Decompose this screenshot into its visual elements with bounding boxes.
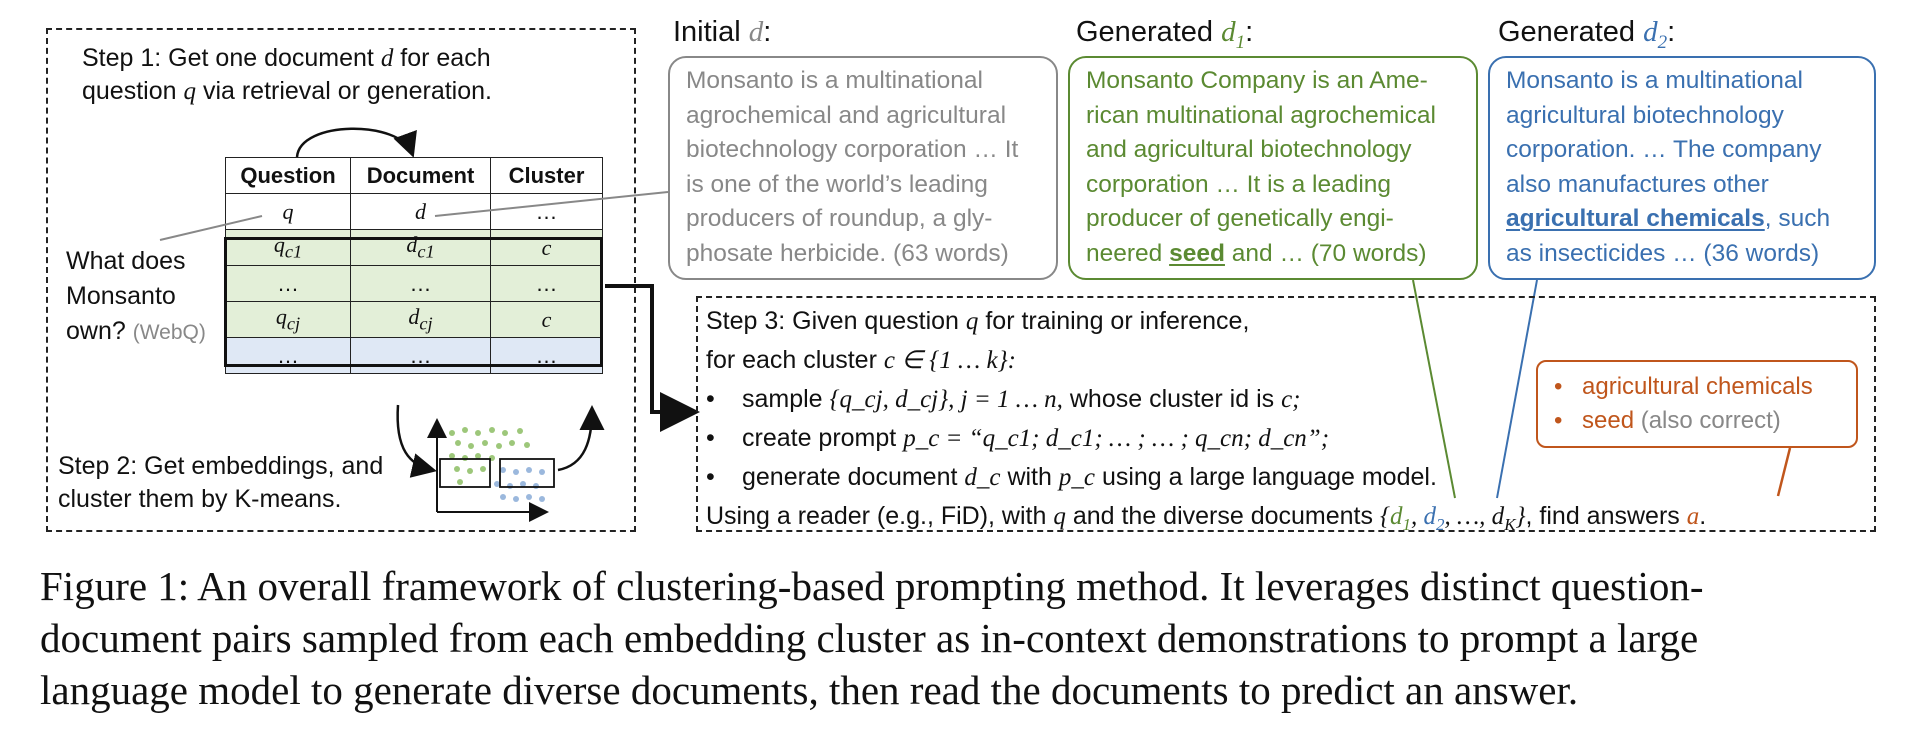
green-cluster-dots bbox=[449, 427, 530, 485]
cell-last-2: … bbox=[350, 337, 491, 374]
step3-text: Step 3: Given question q for training or… bbox=[706, 302, 1706, 544]
generated-doc-1-box: Monsanto Company is an Ame- rican multin… bbox=[1068, 56, 1478, 280]
step2-line-1: Step 2: Get embeddings, and bbox=[58, 452, 384, 480]
step1-2-panel bbox=[46, 28, 636, 532]
step3-bullet-2: •create prompt p_c = “q_c1; d_c1; … ; … … bbox=[706, 424, 1330, 452]
connector-answer bbox=[1776, 447, 1792, 497]
question-line-3: own? (WebQ) bbox=[66, 317, 206, 345]
example-question: What does Monsanto own? (WebQ) bbox=[66, 244, 206, 350]
cell-cj-cluster: c bbox=[490, 301, 603, 338]
header-cluster: Cluster bbox=[490, 157, 603, 194]
answers-box: •agricultural chemicals •seed (also corr… bbox=[1536, 360, 1858, 448]
cell-dots-2: … bbox=[350, 265, 491, 302]
blue-cluster-dots bbox=[494, 467, 545, 502]
question-source: (WebQ) bbox=[132, 321, 206, 344]
cluster-highlight-border bbox=[224, 237, 603, 367]
blue-cluster-box bbox=[499, 458, 555, 488]
initial-doc-title: Initial d: bbox=[673, 16, 772, 48]
pointer-question-to-q bbox=[159, 215, 263, 241]
cell-dots-3: … bbox=[490, 265, 603, 302]
cell-c1-cluster: c bbox=[490, 229, 603, 266]
question-line-1: What does bbox=[66, 247, 186, 275]
caption-line-3: language model to generate diverse docum… bbox=[40, 667, 1579, 713]
arrow-to-cluster-plot bbox=[396, 404, 437, 478]
step3-bullet-3: •generate document d_c with p_c using a … bbox=[706, 463, 1437, 491]
caption-line-1: Figure 1: An overall framework of cluste… bbox=[40, 563, 1704, 609]
gen1-doc-title: Generated d1: bbox=[1076, 16, 1254, 53]
step2-text: Step 2: Get embeddings, and cluster them… bbox=[58, 450, 383, 516]
arc-arrow-question-document bbox=[295, 127, 417, 158]
gen2-doc-title: Generated d2: bbox=[1498, 16, 1676, 53]
step1-line2a: question bbox=[82, 77, 177, 105]
cell-q-cj: qcj bbox=[225, 301, 351, 338]
symbol-d: d bbox=[380, 45, 394, 72]
seed-highlight: seed bbox=[1169, 239, 1225, 267]
cell-d-c1: dc1 bbox=[350, 229, 491, 266]
step1-line1: Step 1: Get one document bbox=[82, 44, 374, 72]
figure-caption: Figure 1: An overall framework of cluste… bbox=[40, 560, 1890, 716]
question-line-2: Monsanto bbox=[66, 282, 176, 310]
arrow-from-cluster-plot bbox=[557, 405, 605, 472]
step1-text: Step 1: Get one document d for each ques… bbox=[82, 42, 492, 108]
initial-doc-box: Monsanto is a multinational agrochemical… bbox=[668, 56, 1058, 280]
step3-last-line: Using a reader (e.g., FiD), with q and t… bbox=[706, 502, 1707, 534]
cell-cluster: … bbox=[490, 193, 603, 230]
step3-panel bbox=[696, 296, 1876, 532]
connector-d2 bbox=[1496, 279, 1538, 499]
step1-line1b: for each bbox=[400, 44, 491, 72]
step3-line1: Step 3: Given question q for training or… bbox=[706, 307, 1250, 335]
caption-line-2: document pairs sampled from each embeddi… bbox=[40, 615, 1699, 661]
pointer-d-to-initial bbox=[434, 191, 669, 217]
arrow-table-to-step3 bbox=[605, 284, 700, 432]
step2-line-2: cluster them by K-means. bbox=[58, 485, 342, 513]
answer-1: •agricultural chemicals bbox=[1554, 373, 1813, 400]
generated-doc-2-box: Monsanto is a multinational agricultural… bbox=[1488, 56, 1876, 280]
answer-2: •seed (also correct) bbox=[1554, 407, 1781, 434]
cell-q-c1: qc1 bbox=[225, 229, 351, 266]
step1-line2b: via retrieval or generation. bbox=[202, 77, 492, 105]
agricultural-chemicals-highlight: agricultural chemicals bbox=[1506, 205, 1765, 232]
connector-d1 bbox=[1412, 279, 1456, 499]
green-cluster-box bbox=[439, 458, 491, 488]
cell-d-cj: dcj bbox=[350, 301, 491, 338]
cell-last-3: … bbox=[490, 337, 603, 374]
symbol-q: q bbox=[183, 78, 196, 105]
step3-bullet-1: •sample {q_cj, d_cj}, j = 1 … n, whose c… bbox=[706, 385, 1301, 413]
cell-d: d bbox=[350, 193, 491, 230]
step3-line2: for each cluster c ∈ {1 … k}: bbox=[706, 346, 1016, 374]
